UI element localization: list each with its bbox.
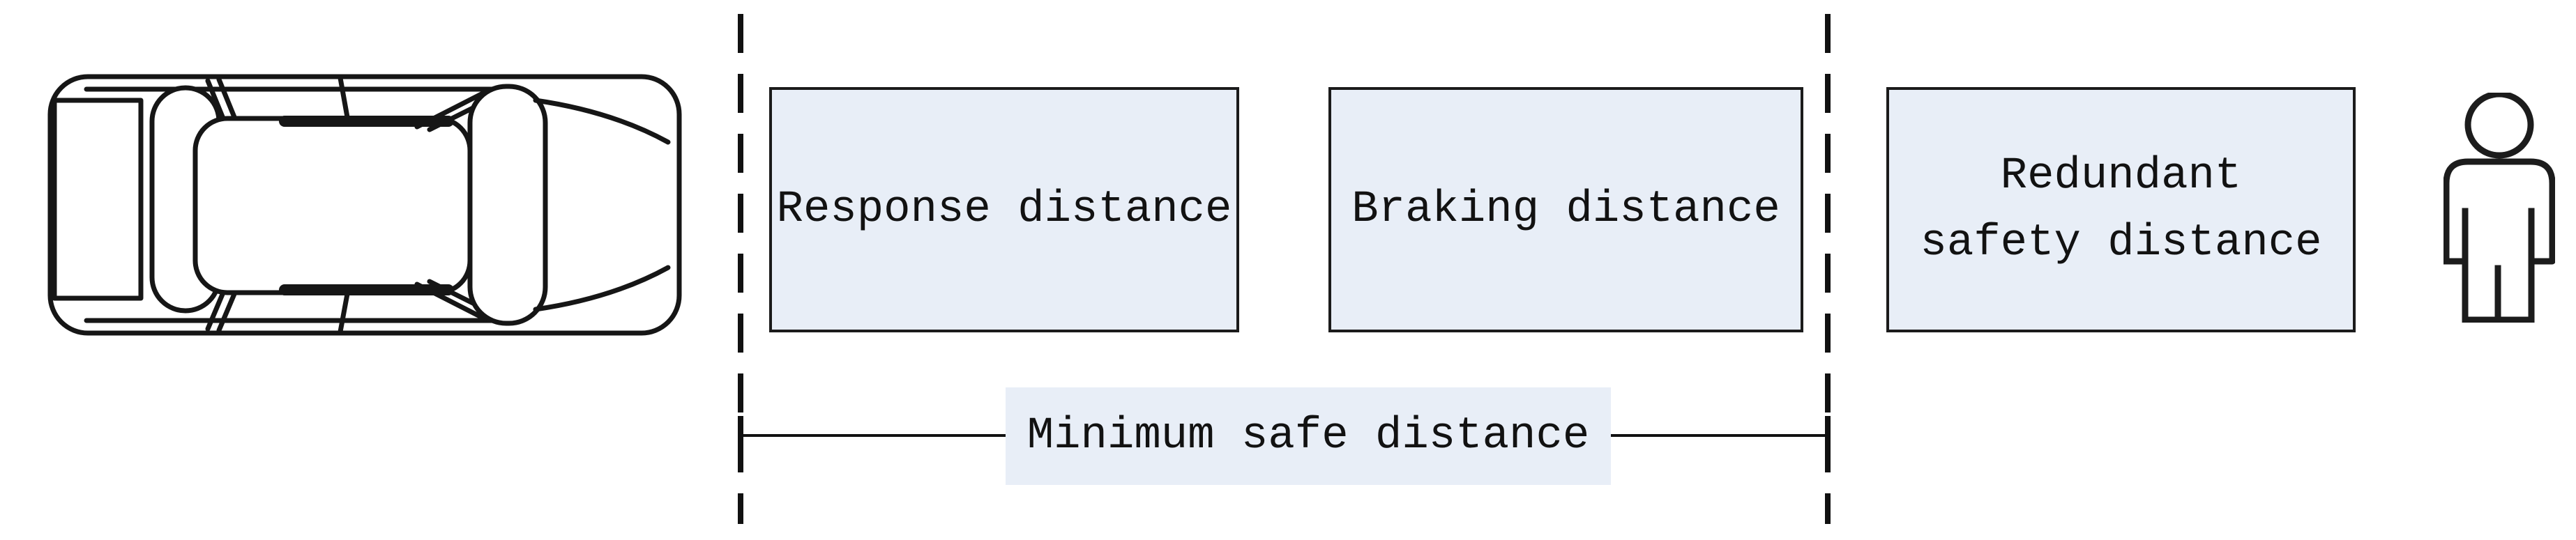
response-distance-box: Response distance	[769, 87, 1239, 332]
redundant-safety-distance-label: Redundant safety distance	[1920, 151, 2322, 268]
dashed-line-right	[1825, 14, 1831, 524]
redundant-safety-distance-box: Redundant safety distance	[1886, 87, 2356, 332]
measure-tick-left	[738, 416, 743, 455]
braking-distance-box: Braking distance	[1328, 87, 1803, 332]
braking-distance-label: Braking distance	[1351, 185, 1780, 235]
response-distance-label: Response distance	[776, 185, 1232, 235]
dashed-line-left	[738, 14, 743, 524]
minimum-safe-distance-text: Minimum safe distance	[1026, 411, 1590, 461]
car-top-view-icon	[47, 72, 682, 337]
minimum-safe-distance-label: Minimum safe distance	[1006, 387, 1611, 485]
measure-tick-right	[1825, 416, 1831, 455]
pedestrian-icon	[2444, 93, 2555, 323]
